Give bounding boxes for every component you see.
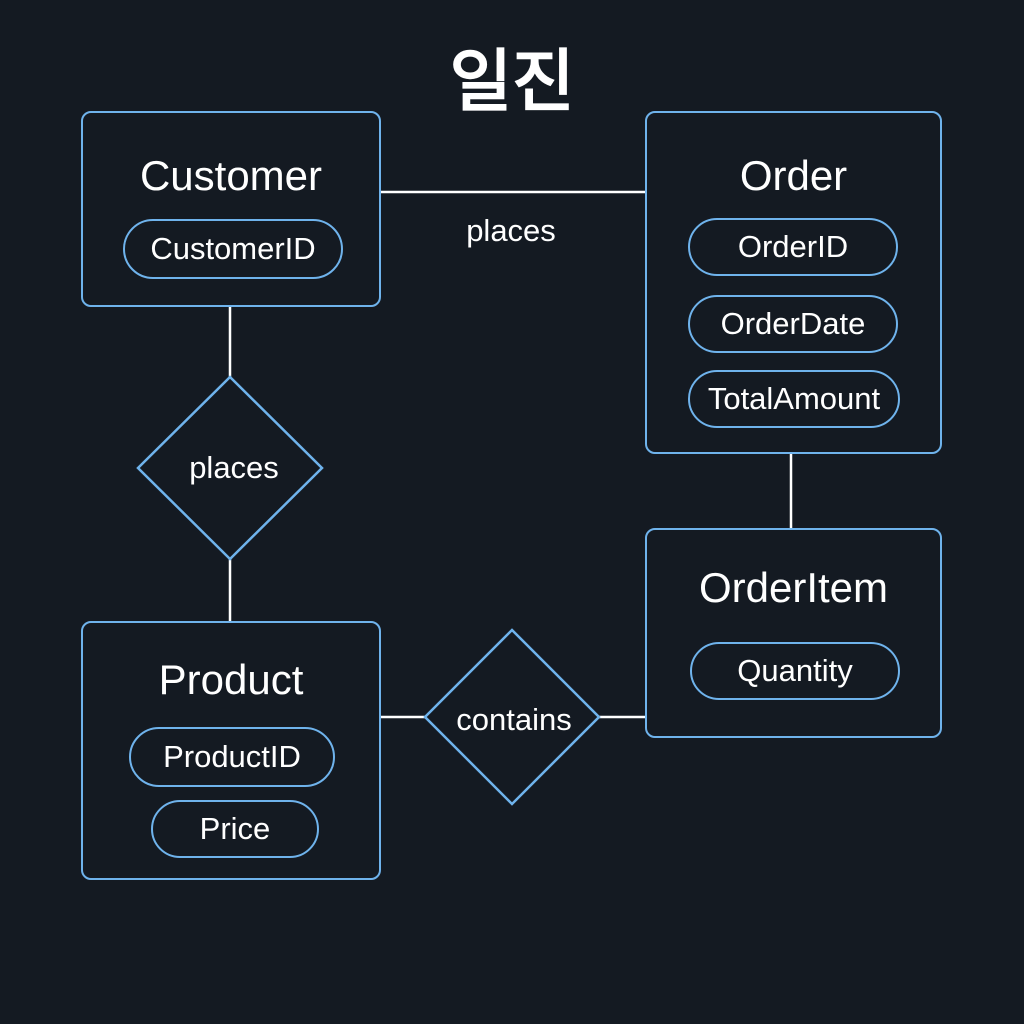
relationship-contains-diamond [423, 628, 601, 806]
entity-order[interactable]: Order OrderID OrderDate TotalAmount [645, 111, 942, 454]
attribute-product-id: ProductID [129, 727, 335, 787]
attribute-order-id: OrderID [688, 218, 898, 276]
relationship-customer-order-label: places [466, 213, 556, 248]
relationship-places-diamond [136, 375, 324, 561]
attribute-total-amount: TotalAmount [688, 370, 900, 428]
attribute-price: Price [151, 800, 319, 858]
attribute-quantity: Quantity [690, 642, 900, 700]
diagram-title: 일진 [449, 43, 575, 122]
entity-customer-name: Customer [139, 152, 323, 199]
entity-order-name: Order [739, 152, 848, 199]
entity-product-name: Product [158, 656, 304, 703]
entity-product[interactable]: Product ProductID Price [81, 621, 381, 880]
entity-order-item[interactable]: OrderItem Quantity [645, 528, 942, 738]
entity-order-item-name: OrderItem [698, 564, 889, 611]
attribute-order-date: OrderDate [688, 295, 898, 353]
relationship-places-label: places [189, 450, 279, 485]
attribute-customer-id: CustomerID [123, 219, 343, 279]
relationship-contains-label: contains [456, 702, 572, 737]
entity-customer[interactable]: Customer CustomerID [81, 111, 381, 307]
